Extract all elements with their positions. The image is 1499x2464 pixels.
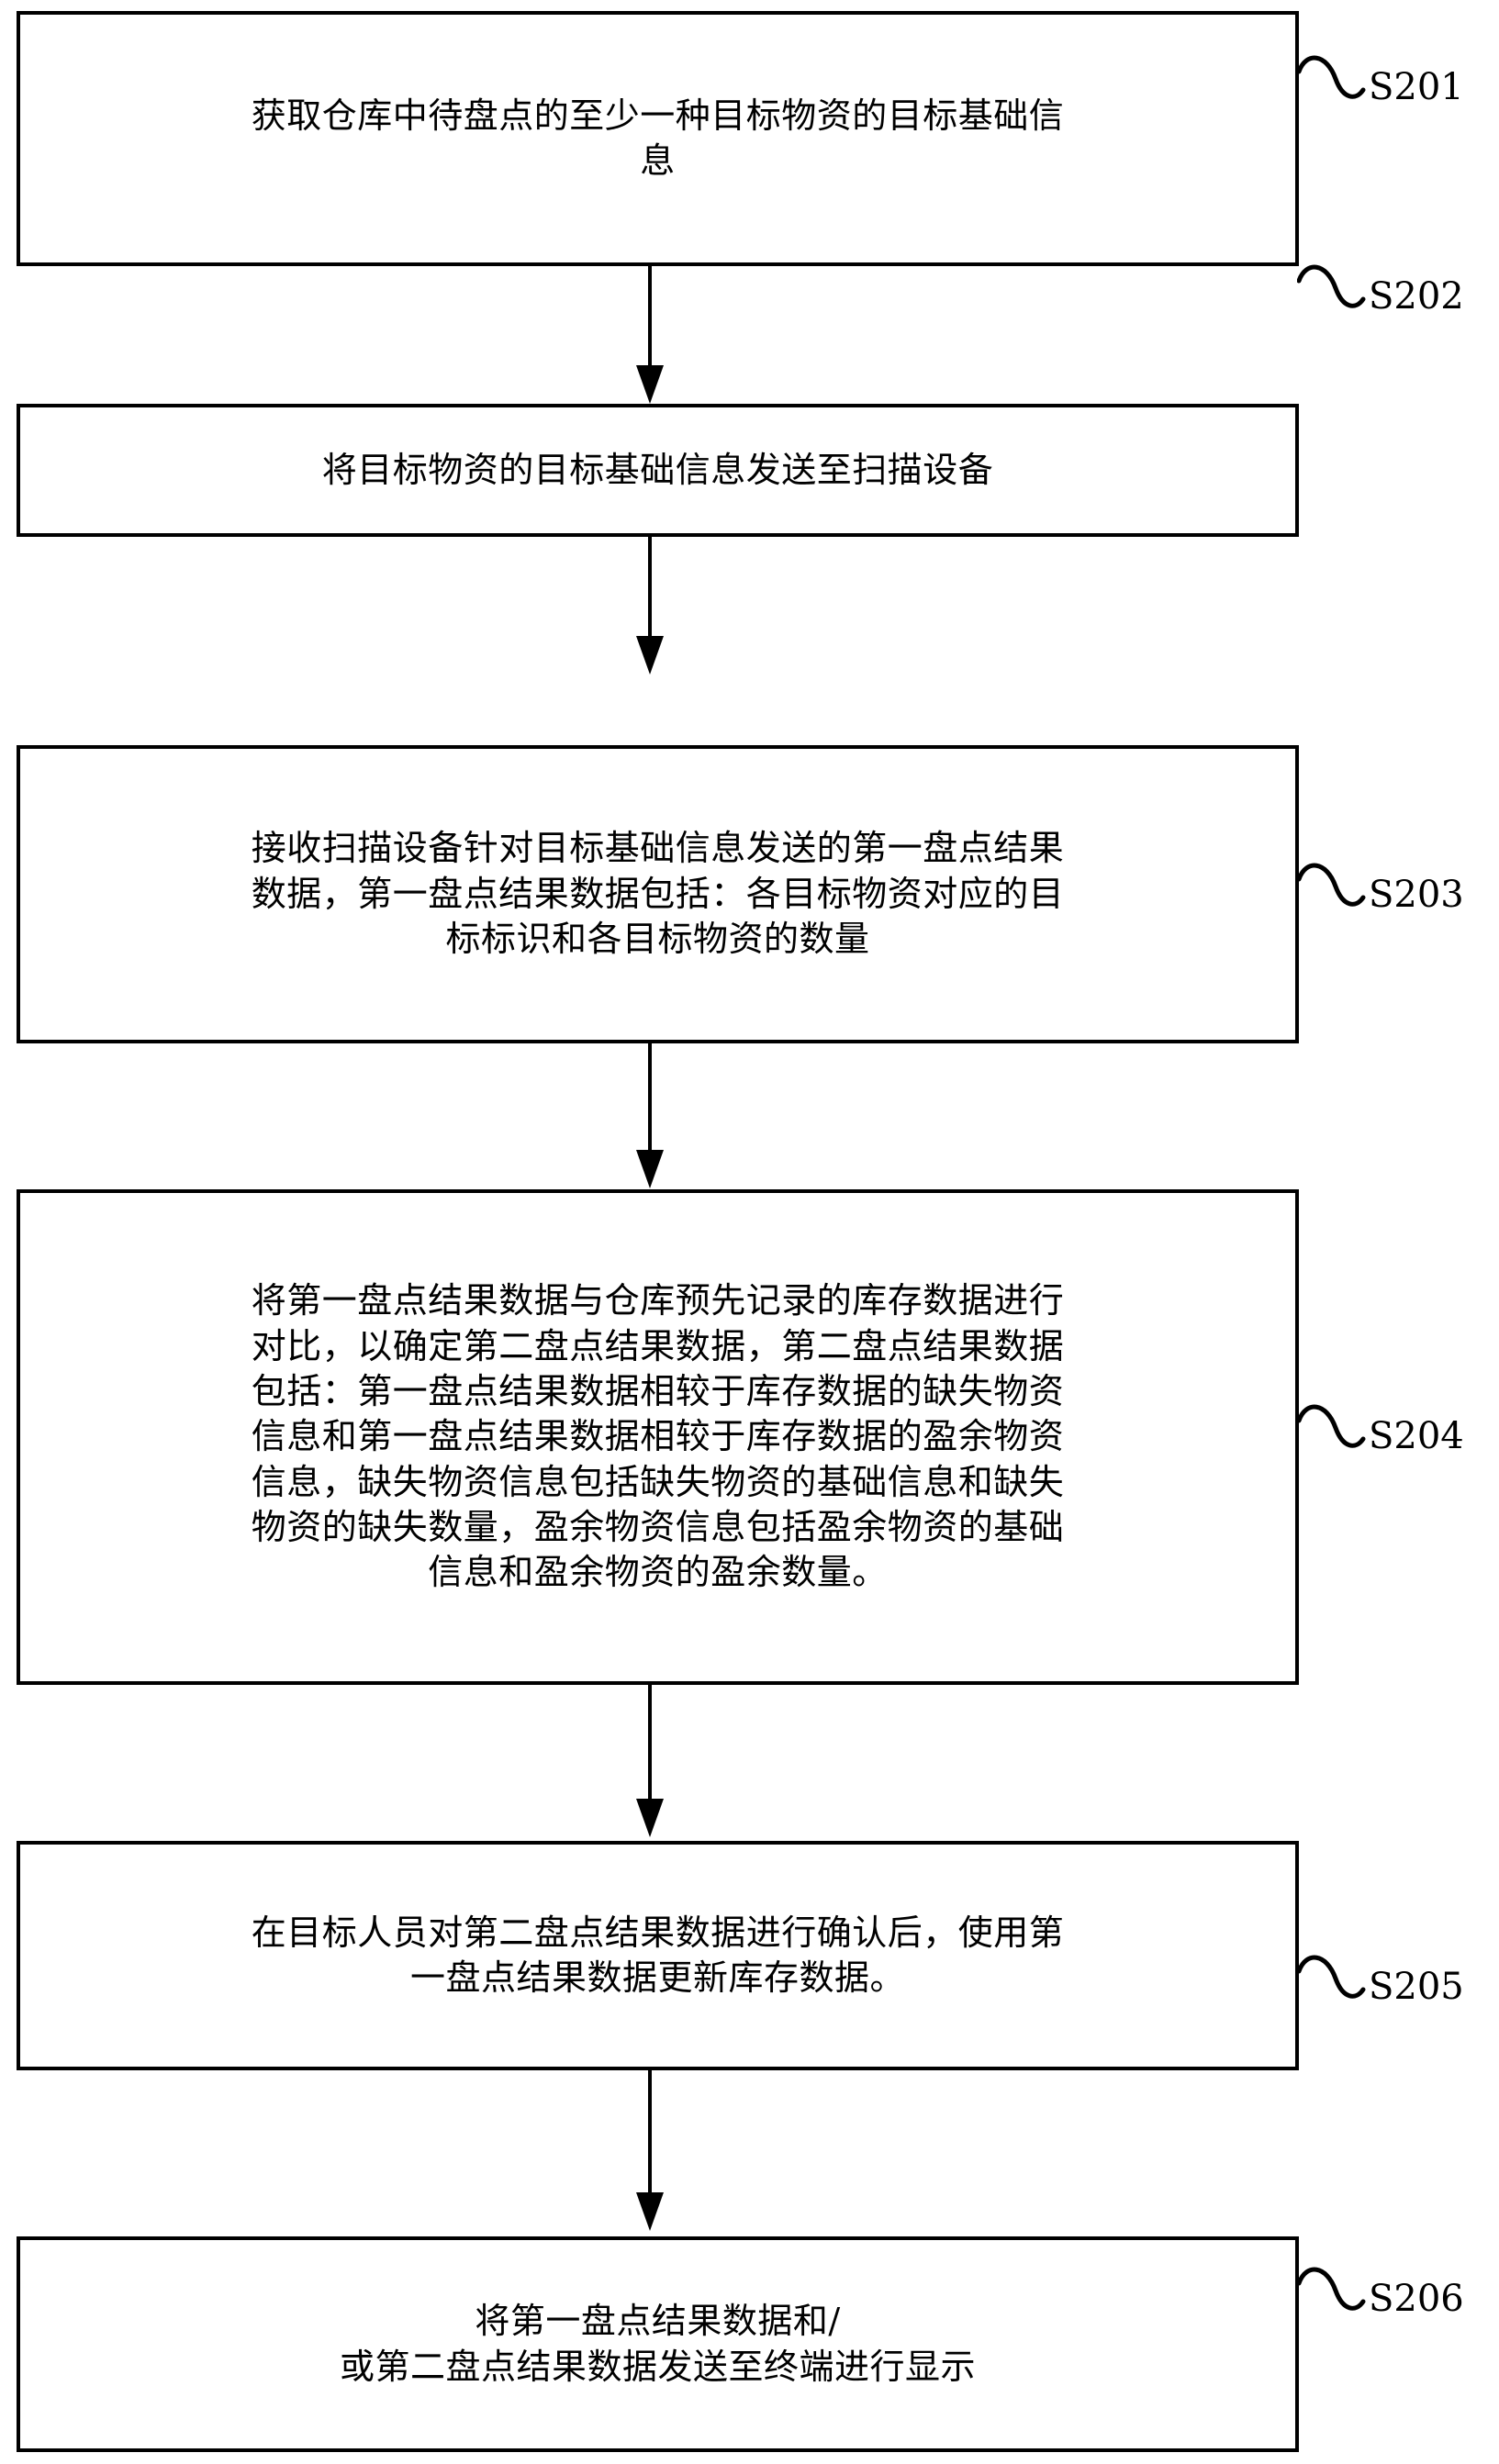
step-id-s202: S202 xyxy=(1369,275,1464,318)
process-box-s203: 接收扫描设备针对目标基础信息发送的第一盘点结果 数据，第一盘点结果数据包括：各目… xyxy=(17,745,1299,1043)
connector-arrowhead-icon xyxy=(636,636,664,675)
step-tag-s202: S202 xyxy=(1297,264,1464,329)
connector-shaft xyxy=(648,1685,652,1801)
connector-arrowhead-icon xyxy=(636,2192,664,2231)
process-box-s206: 将第一盘点结果数据和/ 或第二盘点结果数据发送至终端进行显示 xyxy=(17,2236,1299,2452)
step-id-s206: S206 xyxy=(1369,2278,1464,2320)
process-box-s205-text: 在目标人员对第二盘点结果数据进行确认后，使用第 一盘点结果数据更新库存数据。 xyxy=(251,1912,1065,1998)
connector-shaft xyxy=(648,266,652,367)
process-box-s202: 将目标物资的目标基础信息发送至扫描设备 xyxy=(17,404,1299,537)
process-box-s203-text: 接收扫描设备针对目标基础信息发送的第一盘点结果 数据，第一盘点结果数据包括：各目… xyxy=(251,828,1065,960)
process-box-s201: 获取仓库中待盘点的至少一种目标物资的目标基础信 息 xyxy=(17,11,1299,266)
process-box-s201-text: 获取仓库中待盘点的至少一种目标物资的目标基础信 息 xyxy=(251,95,1065,181)
step-id-s204: S204 xyxy=(1369,1415,1464,1457)
process-box-s205: 在目标人员对第二盘点结果数据进行确认后，使用第 一盘点结果数据更新库存数据。 xyxy=(17,1841,1299,2070)
process-box-s204: 将第一盘点结果数据与仓库预先记录的库存数据进行 对比，以确定第二盘点结果数据，第… xyxy=(17,1189,1299,1685)
squiggle-connector-icon xyxy=(1297,2267,1366,2311)
step-tag-s201: S201 xyxy=(1297,55,1464,119)
connector-arrowhead-icon xyxy=(636,1799,664,1837)
process-box-s206-text: 将第一盘点结果数据和/ 或第二盘点结果数据发送至终端进行显示 xyxy=(339,2301,976,2387)
squiggle-connector-icon xyxy=(1297,863,1366,907)
connector-shaft xyxy=(648,1043,652,1152)
step-tag-s203: S203 xyxy=(1297,863,1464,927)
step-id-s201: S201 xyxy=(1369,66,1464,108)
squiggle-connector-icon xyxy=(1297,55,1366,99)
squiggle-connector-icon xyxy=(1297,1404,1366,1448)
squiggle-connector-icon xyxy=(1297,264,1366,308)
process-box-s204-text: 将第一盘点结果数据与仓库预先记录的库存数据进行 对比，以确定第二盘点结果数据，第… xyxy=(251,1280,1065,1593)
step-tag-s204: S204 xyxy=(1297,1404,1464,1468)
step-id-s203: S203 xyxy=(1369,874,1464,916)
connector-arrowhead-icon xyxy=(636,365,664,404)
connector-shaft xyxy=(648,2070,652,2194)
connector-shaft xyxy=(648,537,652,638)
squiggle-connector-icon xyxy=(1297,1955,1366,1999)
step-tag-s205: S205 xyxy=(1297,1955,1464,2019)
process-box-s202-text: 将目标物资的目标基础信息发送至扫描设备 xyxy=(321,449,994,490)
step-tag-s206: S206 xyxy=(1297,2267,1464,2331)
connector-arrowhead-icon xyxy=(636,1150,664,1188)
step-id-s205: S205 xyxy=(1369,1966,1464,2008)
